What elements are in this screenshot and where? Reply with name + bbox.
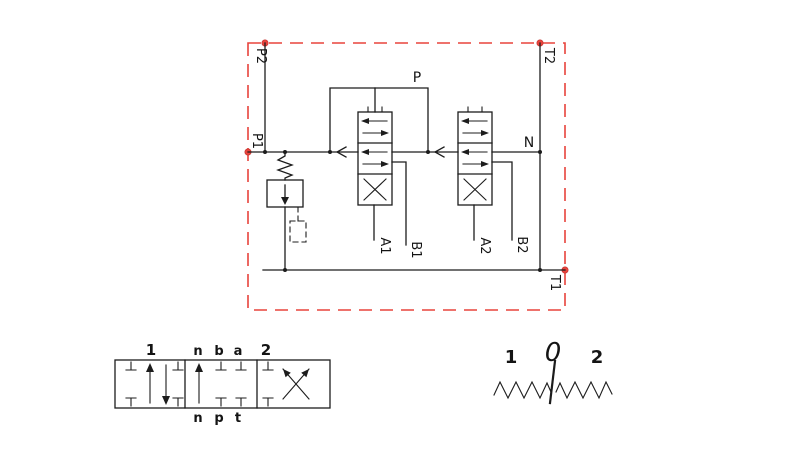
relief-flow-arrowhead (281, 197, 289, 205)
valve1-top-port-ticks (367, 106, 383, 113)
valve1-envelope (357, 111, 393, 206)
spool-position-block: 1 n b a 2 n p t (114, 341, 331, 426)
spool-top-port-b-label: b (214, 344, 223, 359)
spool-block-outline (114, 359, 331, 409)
check-valve-arrow-1 (335, 146, 347, 158)
junction-dot (263, 150, 267, 154)
valve2-flow-lines (462, 120, 488, 165)
valve1-arrowhead (381, 161, 389, 167)
spool-block-dividers (184, 359, 258, 409)
spool-block-section-3 (262, 361, 310, 407)
section2-blocked-port-marks (215, 361, 247, 407)
junction-dot (283, 268, 287, 272)
port-label-a2: A2 (477, 237, 492, 254)
valve1-arrowhead (361, 118, 369, 124)
valve1-arrowhead (381, 130, 389, 136)
valve-section-1-symbol (357, 106, 393, 206)
p-gallery-loop (329, 87, 429, 153)
port-label-p2: P2 (253, 48, 268, 64)
valve2-top-port-ticks (467, 106, 483, 113)
circuit-boundary-box (247, 42, 566, 311)
port-label-p1: P1 (249, 133, 264, 149)
spool-position-2-label: 2 (261, 341, 271, 359)
spool-bottom-port-p-label: p (214, 411, 223, 426)
relief-spring (276, 151, 294, 181)
up-arrowhead (146, 363, 154, 372)
down-arrowhead (162, 396, 170, 405)
spool-block-section-2 (195, 361, 247, 407)
work-port-line-b1 (391, 161, 407, 246)
cross-arrowhead (301, 369, 309, 378)
spool-bottom-port-t-label: t (235, 411, 241, 426)
spool-position-1-label: 1 (146, 341, 156, 359)
port-label-t2: T2 (541, 47, 556, 64)
junction-dot (283, 150, 287, 154)
valve2-arrowhead (461, 118, 469, 124)
valve2-envelope (457, 111, 493, 206)
center-arrowhead (195, 363, 203, 372)
valve1-position-dividers (357, 142, 393, 175)
valve1-closed-position-x (363, 178, 387, 201)
left-spring (493, 380, 552, 400)
port-label-t1: T1 (547, 274, 562, 291)
valve2-closed-position-x (463, 178, 487, 201)
lever-stick (548, 359, 557, 405)
valve-section-2-symbol (457, 106, 493, 206)
section1-blocked-port-marks (125, 361, 184, 407)
lever-position-symbol: 1 0 2 (493, 338, 613, 405)
valve2-position-dividers (457, 142, 493, 175)
pilot-line-box (289, 220, 307, 243)
right-spring (555, 380, 613, 400)
lever-position-2-label: 2 (591, 347, 604, 368)
port-label-b2: B2 (514, 236, 529, 253)
lever-position-0-label: 0 (545, 338, 562, 368)
spool-top-port-a-label: a (234, 344, 243, 359)
valve1-arrowhead (361, 149, 369, 155)
valve1-flow-lines (362, 120, 388, 165)
junction-dot (538, 268, 542, 272)
valve2-arrowhead (461, 149, 469, 155)
cross-arrowhead (283, 369, 291, 378)
junction-dot (538, 150, 542, 154)
port-label-p: P (413, 70, 421, 86)
lever-position-1-label: 1 (505, 347, 518, 368)
valve2-arrowhead (481, 130, 489, 136)
junction-dots (263, 150, 542, 272)
spool-bottom-port-n-label: n (193, 411, 202, 426)
check-valve-arrow-2 (433, 146, 445, 158)
section3-blocked-port-marks (262, 361, 274, 407)
junction-dot (426, 150, 430, 154)
work-port-line-b2 (491, 161, 513, 241)
valve2-arrowhead (481, 161, 489, 167)
junction-dot (328, 150, 332, 154)
spool-block-section-1 (125, 361, 184, 407)
spool-top-port-n-label: n (193, 344, 202, 359)
port-label-a1: A1 (377, 237, 392, 254)
relief-valve (266, 151, 307, 271)
port-label-n: N (524, 135, 534, 151)
main-circuit: P2 T2 P1 T1 P N A1 B1 A2 B2 (244, 39, 569, 311)
port-label-b1: B1 (408, 241, 423, 258)
